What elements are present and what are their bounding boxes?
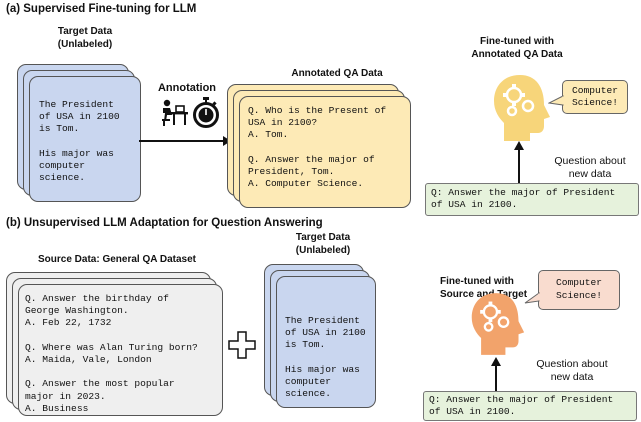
answer-bubble: Computer Science! bbox=[562, 80, 628, 114]
panel-a-question-text: Q: Answer the major of President of USA … bbox=[431, 187, 616, 211]
panel-a-target-card: The President of USA in 2100 is Tom. His… bbox=[29, 76, 141, 202]
plus-icon bbox=[228, 331, 256, 359]
panel-b-target-label: Target Data (Unlabeled) bbox=[295, 232, 351, 256]
annotated-qa-label: Annotated QA Data bbox=[291, 68, 383, 79]
person-at-desk-icon bbox=[162, 99, 188, 126]
annotation-arrow bbox=[139, 136, 231, 146]
panel-a-question-about: Question about new data bbox=[554, 155, 626, 181]
stopwatch-icon bbox=[193, 97, 219, 128]
panel-a-finetuned-label: Fine-tuned with Annotated QA Data bbox=[471, 36, 563, 60]
panel-b-target-text: The President of USA in 2100 is Tom. His… bbox=[285, 315, 366, 400]
panel-a-target-text: The President of USA in 2100 is Tom. His… bbox=[39, 99, 120, 184]
answer-bubble-text: Computer Science! bbox=[571, 85, 619, 108]
panel-b-question-text: Q: Answer the major of President of USA … bbox=[429, 394, 614, 418]
head-gears-icon bbox=[471, 293, 525, 355]
annotated-qa-text: Q. Who is the Present of USA in 2100? A.… bbox=[248, 105, 387, 190]
panel-a-target-label: Target Data (Unlabeled) bbox=[57, 26, 113, 50]
panel-b-question-about: Question about new data bbox=[536, 358, 608, 384]
question-arrow bbox=[514, 141, 524, 183]
annotated-qa-card: Q. Who is the Present of USA in 2100? A.… bbox=[239, 96, 411, 208]
panel-b-target-card: The President of USA in 2100 is Tom. His… bbox=[276, 276, 376, 408]
panel-b-finetuned-label: Fine-tuned with Source and Target bbox=[440, 276, 528, 300]
answer-bubble: Computer Science! bbox=[538, 270, 620, 310]
answer-bubble-text: Computer Science! bbox=[555, 277, 603, 301]
panel-b-title: (b) Unsupervised LLM Adaptation for Ques… bbox=[6, 217, 323, 229]
annotation-label: Annotation bbox=[157, 82, 217, 94]
bubble-tail bbox=[524, 292, 540, 304]
panel-a-question-box: Q: Answer the major of President of USA … bbox=[425, 183, 639, 216]
source-data-text: Q. Answer the birthday of George Washing… bbox=[25, 293, 198, 414]
bubble-tail bbox=[548, 95, 564, 106]
panel-b-question-box: Q: Answer the major of President of USA … bbox=[423, 391, 637, 421]
source-data-card: Q. Answer the birthday of George Washing… bbox=[18, 284, 223, 416]
source-data-label: Source Data: General QA Dataset bbox=[37, 254, 197, 265]
panel-a-title: (a) Supervised Fine-tuning for LLM bbox=[6, 3, 197, 15]
head-gears-icon bbox=[494, 75, 550, 141]
